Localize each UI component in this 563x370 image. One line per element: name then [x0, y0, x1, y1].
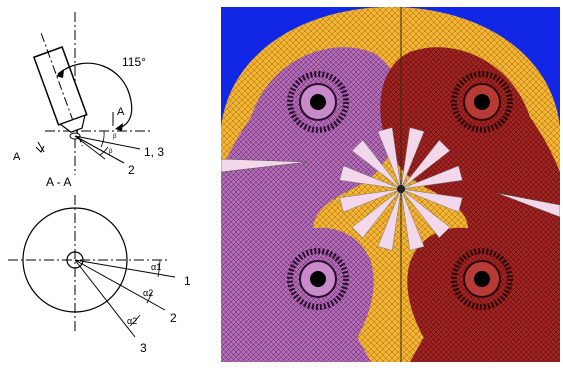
spray-cone: [377, 127, 402, 190]
alpha-arc-2b: [129, 314, 141, 327]
spray-cone: [400, 188, 463, 213]
section-marker-left: A: [13, 151, 21, 163]
valve-top-left: [287, 71, 349, 133]
spray-line-1: [74, 135, 141, 150]
beta-label-2: β: [109, 149, 113, 155]
injector-body: [32, 33, 88, 147]
spray-cone: [351, 139, 402, 190]
spray-cone: [400, 139, 451, 190]
spray-cone: [351, 188, 402, 239]
spray-line-2: [74, 135, 125, 164]
section-marker-right: A: [117, 106, 125, 118]
section-cut-left-arrow: [35, 145, 45, 153]
angle-arc: [57, 62, 133, 129]
alpha-2b-label: α2: [127, 316, 137, 326]
spray-cone: [377, 188, 402, 251]
beta-label-1: β: [113, 134, 117, 140]
beta-arc-2: [99, 146, 109, 156]
spray-line-3: [74, 135, 106, 160]
alpha-1-label: α1: [151, 262, 161, 272]
valve-bottom-right: [451, 248, 513, 310]
valve-top-right: [451, 71, 513, 133]
alpha-2a-label: α2: [143, 288, 153, 298]
label-2-top: 2: [128, 163, 135, 177]
arc-arrowhead-top: [56, 70, 64, 78]
injector-hub: [397, 185, 405, 193]
spray-cone: [339, 165, 402, 190]
label-3-section: 3: [140, 341, 147, 355]
section-spray-3: [74, 259, 136, 338]
valve-bottom-left: [287, 248, 349, 310]
section-spray-2: [74, 259, 166, 311]
alpha-arc-2a: [146, 291, 153, 304]
section-title: A - A: [46, 175, 71, 189]
spray-cones: [339, 127, 463, 251]
spray-cone: [400, 188, 451, 239]
angle-label: 115°: [122, 55, 146, 69]
label-1-section: 1: [184, 274, 191, 288]
mesh-render-svg: [220, 7, 561, 362]
nozzle-geometry-svg: 115° A A β β 1, 3 2 A - A α1 α2 α2 1 2 3: [8, 12, 191, 355]
cfd-mesh-render: [220, 7, 561, 362]
spray-cone: [400, 165, 463, 190]
spray-cone: [400, 127, 425, 190]
arc-arrowhead-bottom: [115, 123, 123, 131]
beta-arc-1: [100, 130, 105, 148]
left-injector-plume: [220, 158, 308, 173]
label-1-3: 1, 3: [144, 145, 164, 159]
label-2-section: 2: [170, 311, 177, 325]
section-cut-left: [37, 141, 45, 153]
spray-cone: [400, 188, 425, 251]
spray-cone: [339, 188, 402, 213]
alpha-arc-1: [157, 259, 161, 278]
nozzle-geometry-diagram: 115° A A β β 1, 3 2 A - A α1 α2 α2 1 2 3: [0, 0, 218, 365]
